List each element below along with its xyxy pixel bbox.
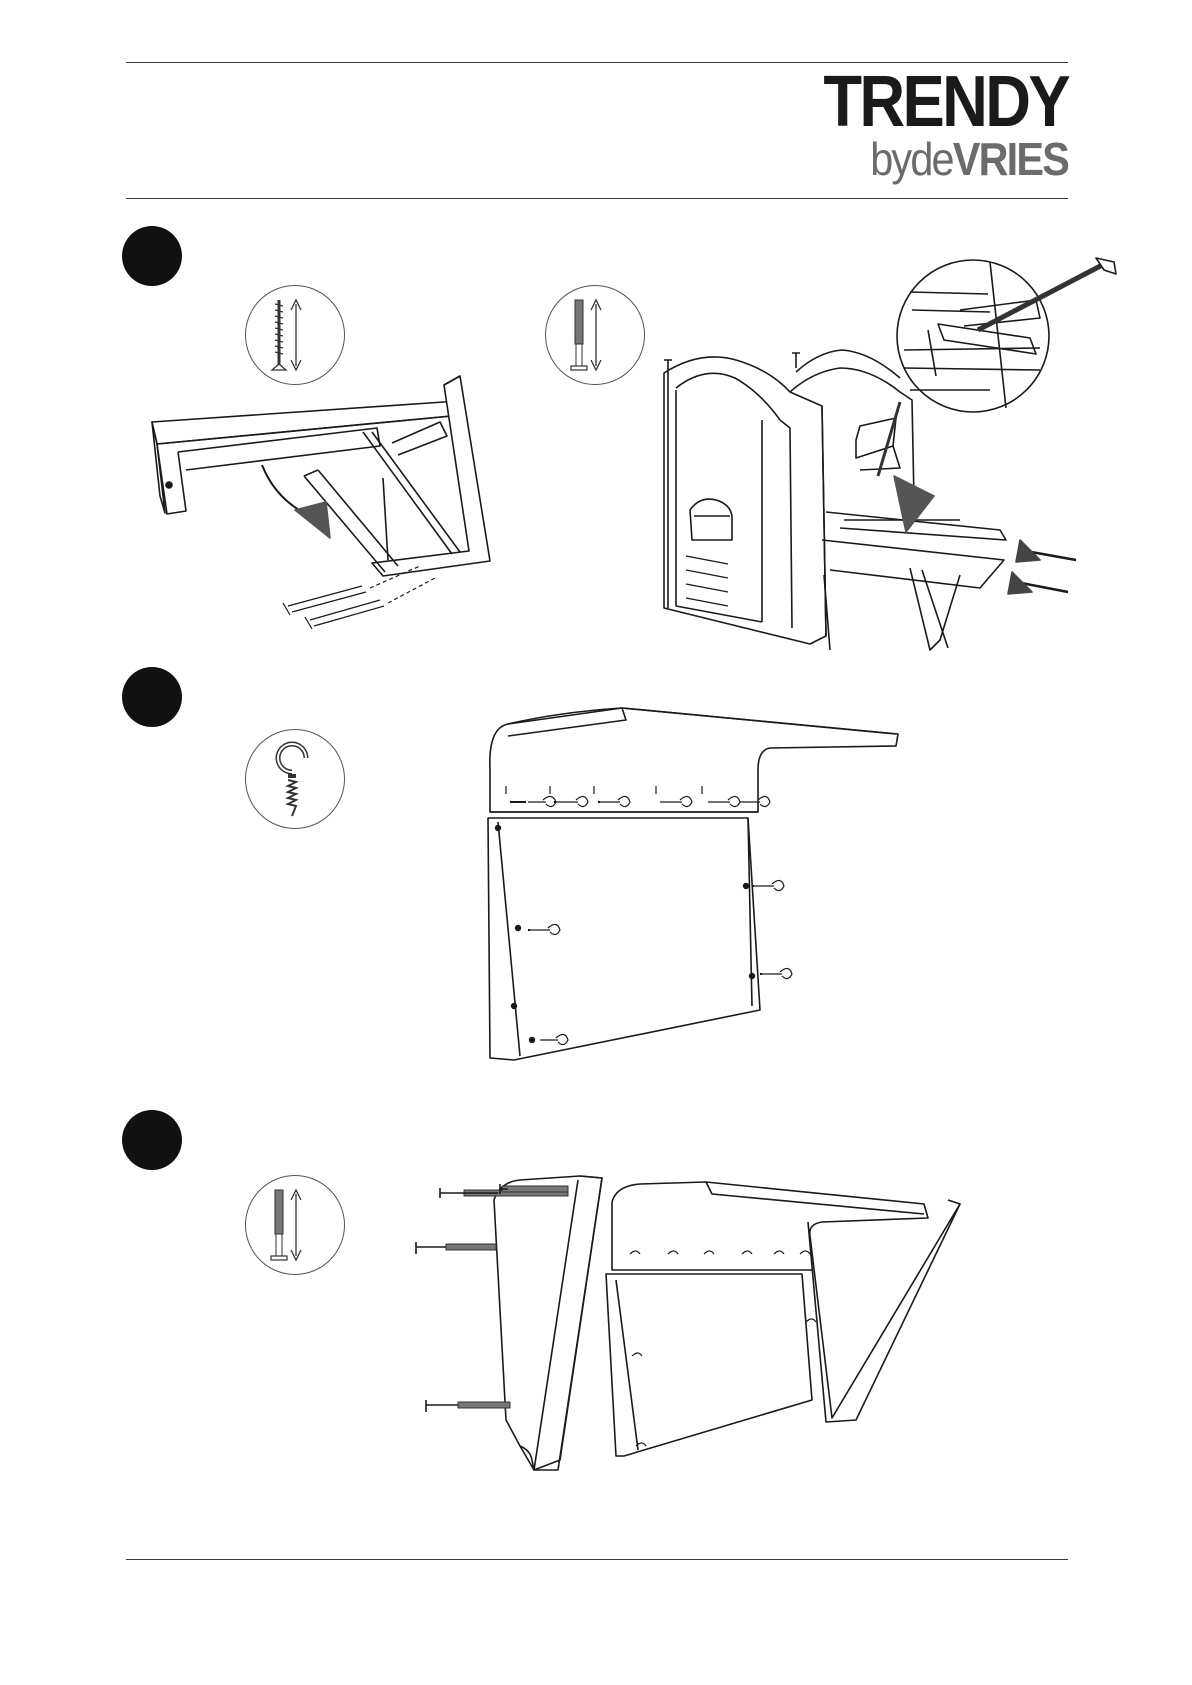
roof-panel-hooks-illustration — [488, 708, 898, 1060]
side-panel-bolting-illustration — [416, 1176, 960, 1470]
detail-zoom-illustration — [897, 258, 1116, 412]
bench-frame-illustration — [152, 376, 490, 629]
